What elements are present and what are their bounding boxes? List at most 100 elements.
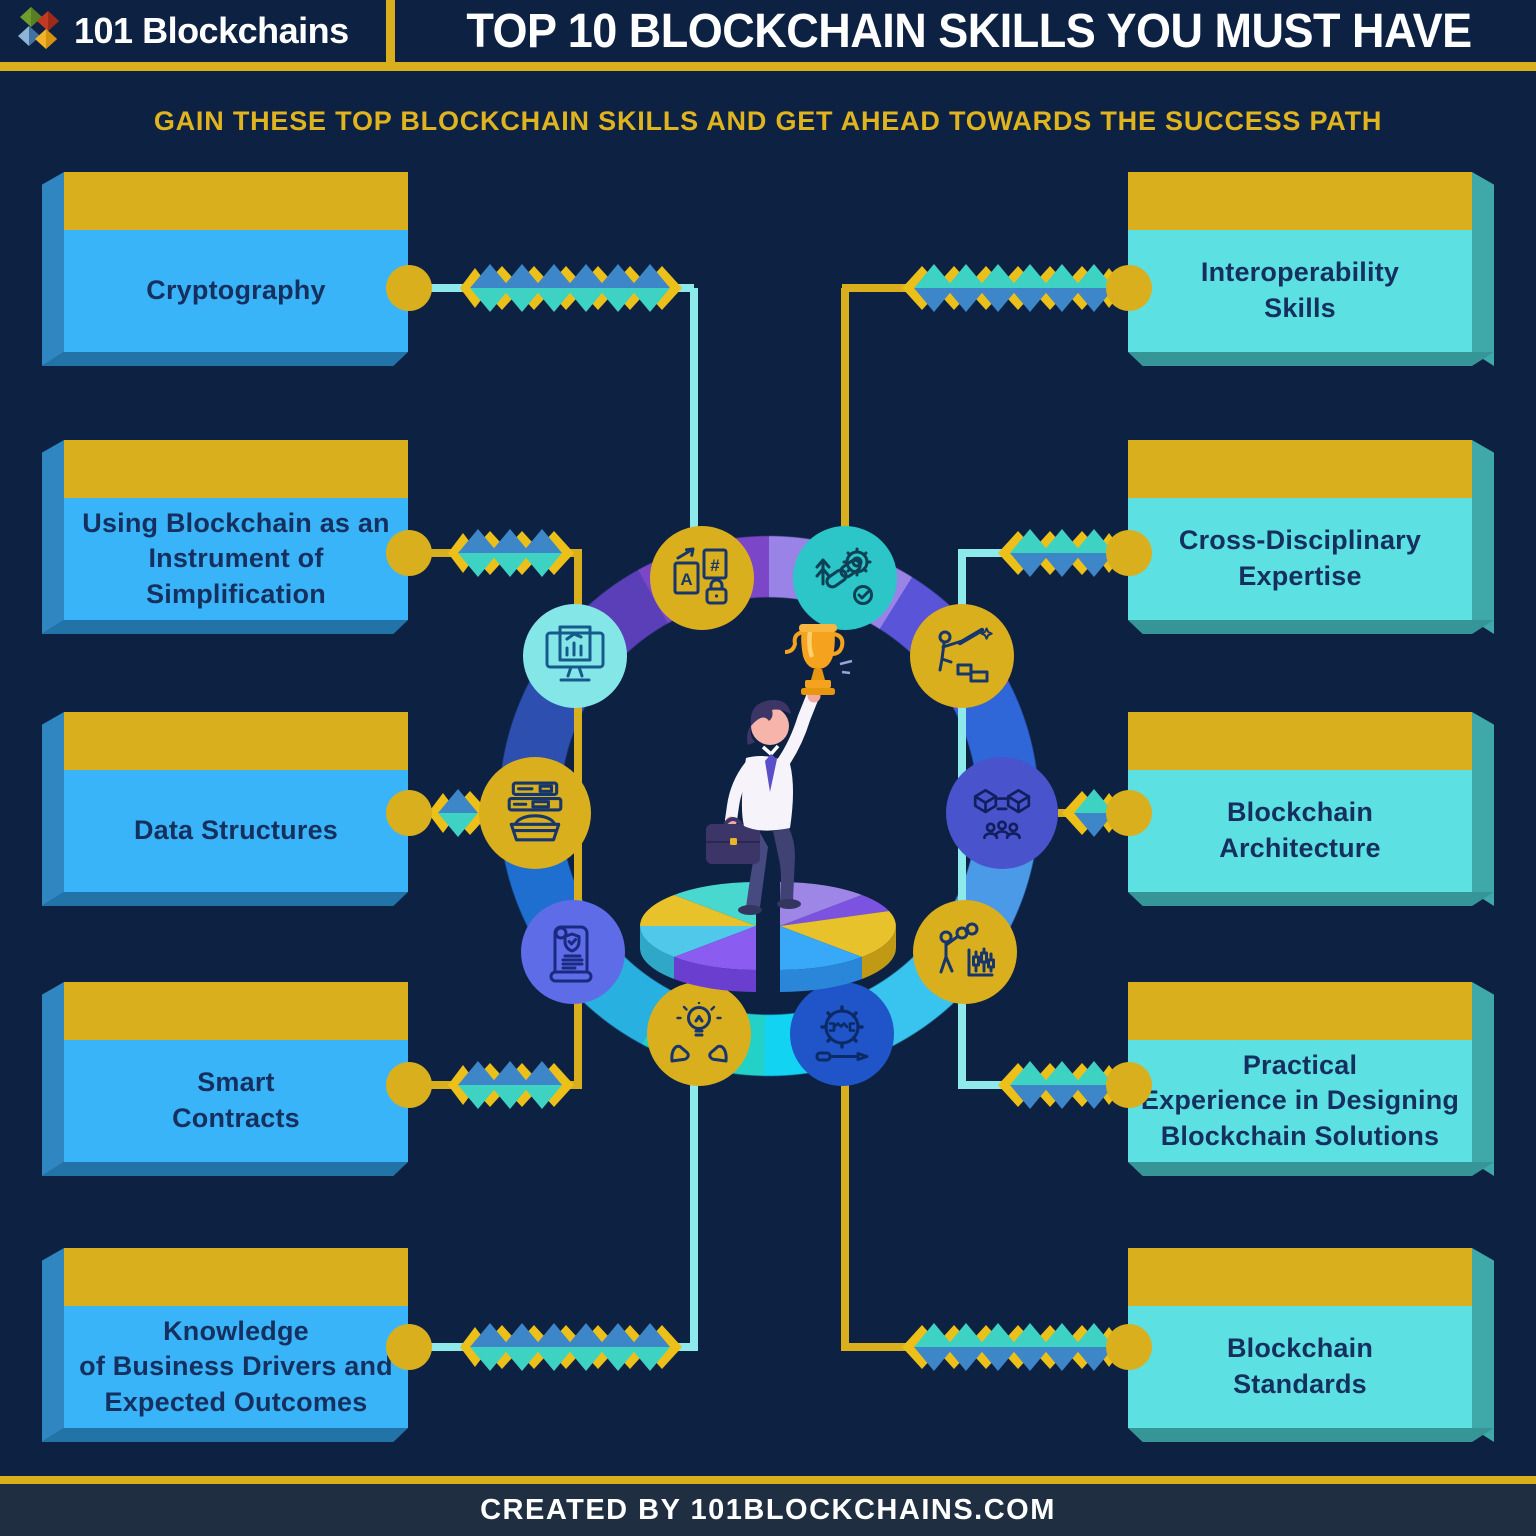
badge-standards	[790, 982, 894, 1086]
contract-scroll-shield-icon	[549, 925, 593, 983]
box-bevel	[1128, 892, 1494, 906]
box-band	[1128, 1248, 1472, 1306]
cubes-network-icon	[973, 788, 1031, 840]
skill-label: Practical Experience in Designing Blockc…	[1140, 1049, 1460, 1151]
box-band	[64, 1248, 408, 1306]
footer: CREATED BY 101BLOCKCHAINS.COM	[0, 1484, 1536, 1536]
badge-business-drivers	[647, 982, 751, 1086]
skill-label: Blockchain Standards	[1226, 1333, 1374, 1399]
box-band	[64, 440, 408, 498]
box-bevel	[42, 1162, 408, 1176]
chain-link-gear-icon	[815, 547, 873, 605]
badge-interoperability	[793, 526, 897, 630]
connector-node	[386, 265, 432, 311]
connector-line	[690, 288, 698, 578]
chevron-chain	[448, 521, 574, 585]
skill-box-architecture: Blockchain Architecture	[1128, 712, 1494, 906]
box-bevel	[1472, 712, 1494, 906]
svg-text:#: #	[710, 556, 720, 575]
brand-name: 101 Blockchains	[74, 10, 349, 51]
box-band	[1128, 712, 1472, 770]
box-bevel	[42, 892, 408, 906]
man-holding-trophy-illustration	[640, 624, 896, 992]
subtitle: GAIN THESE TOP BLOCKCHAIN SKILLS AND GET…	[153, 106, 1383, 136]
badge-smart-contracts	[521, 900, 625, 1004]
skill-label: Cross-Disciplinary Expertise	[1178, 525, 1422, 591]
pie-chart-left	[640, 882, 756, 992]
chain-cube	[902, 264, 954, 312]
chevron-chain	[460, 256, 682, 320]
chevron-chain	[902, 1315, 1124, 1379]
connector-line	[841, 1034, 849, 1351]
svg-text:A: A	[680, 570, 692, 589]
chevron-chain	[448, 1053, 574, 1117]
connector-node	[1106, 790, 1152, 836]
hands-lightbulb-icon	[670, 1002, 728, 1063]
chain-cube	[1062, 789, 1114, 837]
box-bevel	[1128, 1162, 1494, 1176]
skill-box-practical-experience: Practical Experience in Designing Blockc…	[1128, 982, 1494, 1176]
box-bevel	[42, 172, 64, 366]
chain-cube	[522, 529, 574, 577]
box-bevel	[42, 1248, 64, 1442]
box-band	[64, 172, 408, 230]
chain-cube	[998, 529, 1050, 577]
badge-architecture	[946, 757, 1058, 869]
connector-node	[1106, 1062, 1152, 1108]
connector-node	[386, 530, 432, 576]
box-band	[1128, 982, 1472, 1040]
skill-label: Interoperability Skills	[1200, 257, 1400, 323]
box-bevel	[42, 712, 64, 906]
box-band	[64, 712, 408, 770]
box-bevel	[1128, 352, 1494, 366]
skill-label: Knowledge of Business Drivers and Expect…	[79, 1315, 393, 1417]
box-bevel	[1472, 440, 1494, 634]
person-reaching-star-icon	[938, 627, 993, 683]
pie-chart-right	[780, 882, 896, 992]
badge-simplification	[523, 604, 627, 708]
chain-cube	[902, 1323, 954, 1371]
chain-cube	[522, 1061, 574, 1109]
chain-cube	[998, 1061, 1050, 1109]
skill-box-simplification: Using Blockchain as an Instrument of Sim…	[42, 440, 408, 634]
chevron-chain	[460, 1315, 682, 1379]
trophy-man	[706, 624, 853, 915]
box-bevel	[1472, 982, 1494, 1176]
footer-credit: CREATED BY 101BLOCKCHAINS.COM	[480, 1493, 1056, 1526]
header: 101 Blockchains TOP 10 BLOCKCHAIN SKILLS…	[0, 0, 1536, 62]
skill-box-business-drivers: Knowledge of Business Drivers and Expect…	[42, 1248, 408, 1442]
box-band	[1128, 440, 1472, 498]
brand: 101 Blockchains	[14, 6, 349, 56]
box-band	[64, 982, 408, 1040]
skill-box-cryptography: Cryptography	[42, 172, 408, 366]
box-bevel	[1128, 620, 1494, 634]
badge-practical-experience	[913, 900, 1017, 1004]
page-title: TOP 10 BLOCKCHAIN SKILLS YOU MUST HAVE	[466, 2, 1472, 59]
box-bevel	[1472, 172, 1494, 366]
skill-box-standards: Blockchain Standards	[1128, 1248, 1494, 1442]
connector-node	[1106, 1324, 1152, 1370]
connector-node	[386, 1062, 432, 1108]
skill-label: Smart Contracts	[172, 1067, 300, 1133]
skill-label: Blockchain Architecture	[1219, 797, 1381, 863]
box-bevel	[1472, 1248, 1494, 1442]
skill-label: Cryptography	[146, 275, 326, 306]
connector-node	[386, 790, 432, 836]
badge-cryptography: A #	[650, 526, 754, 630]
gear-handshake-icon	[815, 1005, 869, 1062]
connector-node	[1106, 530, 1152, 576]
101-blockchains-logo-icon	[18, 7, 59, 49]
badge-cross-disciplinary	[910, 604, 1014, 708]
box-bevel	[1128, 1428, 1494, 1442]
skill-box-cross-disciplinary: Cross-Disciplinary Expertise	[1128, 440, 1494, 634]
header-divider	[386, 0, 395, 62]
connector-line	[841, 288, 849, 578]
box-bevel	[42, 1428, 408, 1442]
header-rule	[0, 62, 1536, 71]
badge-data-structures	[479, 757, 591, 869]
skill-box-interoperability: Interoperability Skills	[1128, 172, 1494, 366]
server-stack-icon	[507, 781, 563, 842]
encrypted-documents-icon: A #	[673, 547, 728, 605]
skill-box-data-structures: Data Structures	[42, 712, 408, 906]
box-band	[1128, 172, 1472, 230]
